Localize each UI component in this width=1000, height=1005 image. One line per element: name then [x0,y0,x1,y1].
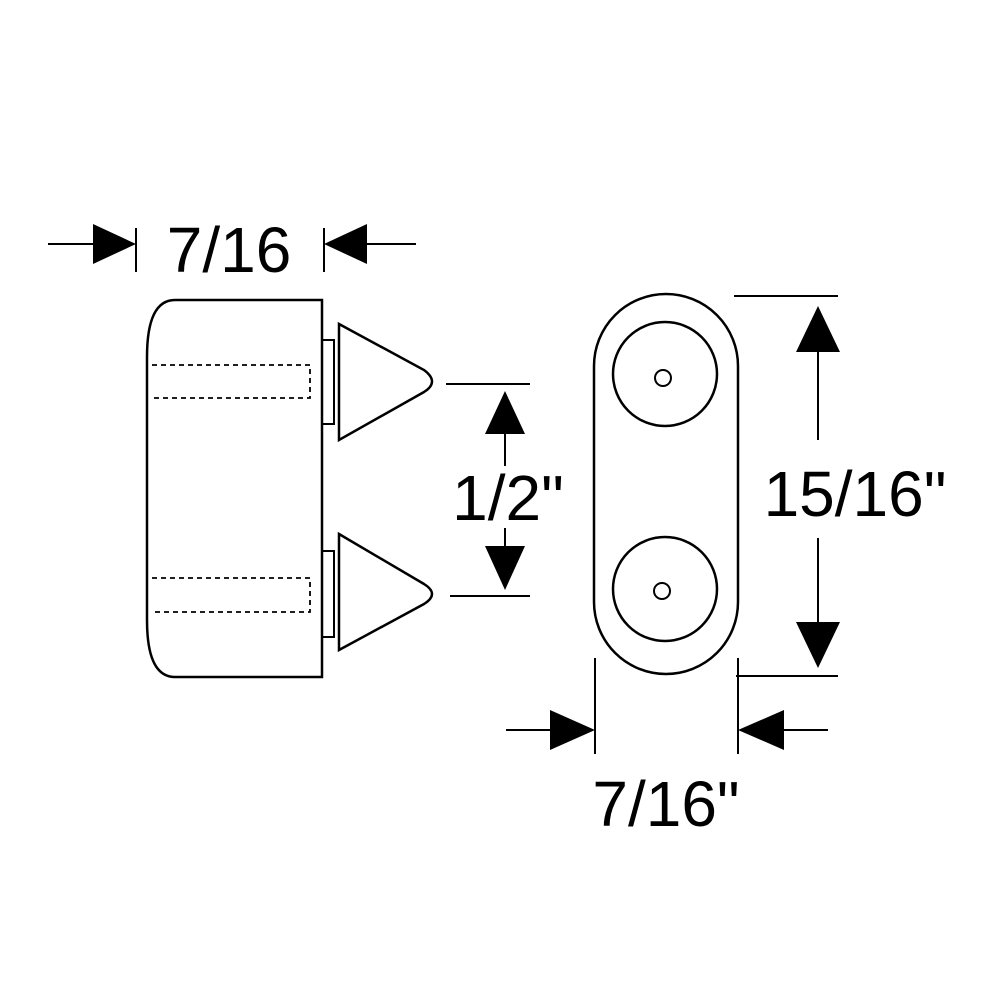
side-view [145,298,434,679]
side-width-arrow-left [93,224,136,264]
upper-pin-hole-hidden-line [152,364,311,399]
upper-pin-cone [337,321,434,443]
upper-boss-circle [611,320,719,428]
side-width-label: 7/16 [167,214,292,286]
pin-spacing-arrow-up [485,391,525,434]
front-body-outline [592,292,740,676]
front-height-arrow-up [796,306,840,352]
lower-pin-cone [337,531,434,653]
lower-pin-hole-hidden-line [152,577,311,613]
front-height-arrow-down [796,622,840,668]
side-width-dimension: 7/16 [48,214,416,286]
side-body-outline [145,298,324,679]
lower-pin-neck [321,550,335,638]
upper-pin-neck [321,339,335,425]
front-width-label: 7/16" [592,768,739,840]
lower-pin-hole [653,582,671,600]
upper-pin-hole [654,369,672,387]
front-height-label: 15/16" [764,458,947,530]
pin-spacing-dimension: 1/2" [446,383,564,597]
pin-spacing-arrow-down [485,546,525,590]
front-view [592,292,740,676]
lower-boss-circle [611,535,719,643]
pin-spacing-label: 1/2" [452,462,564,534]
front-width-arrow-right [738,710,784,750]
front-width-arrow-left [550,710,595,750]
side-width-arrow-right [324,224,367,264]
front-width-dimension: 7/16" [506,658,828,840]
front-height-dimension: 15/16" [734,295,947,677]
